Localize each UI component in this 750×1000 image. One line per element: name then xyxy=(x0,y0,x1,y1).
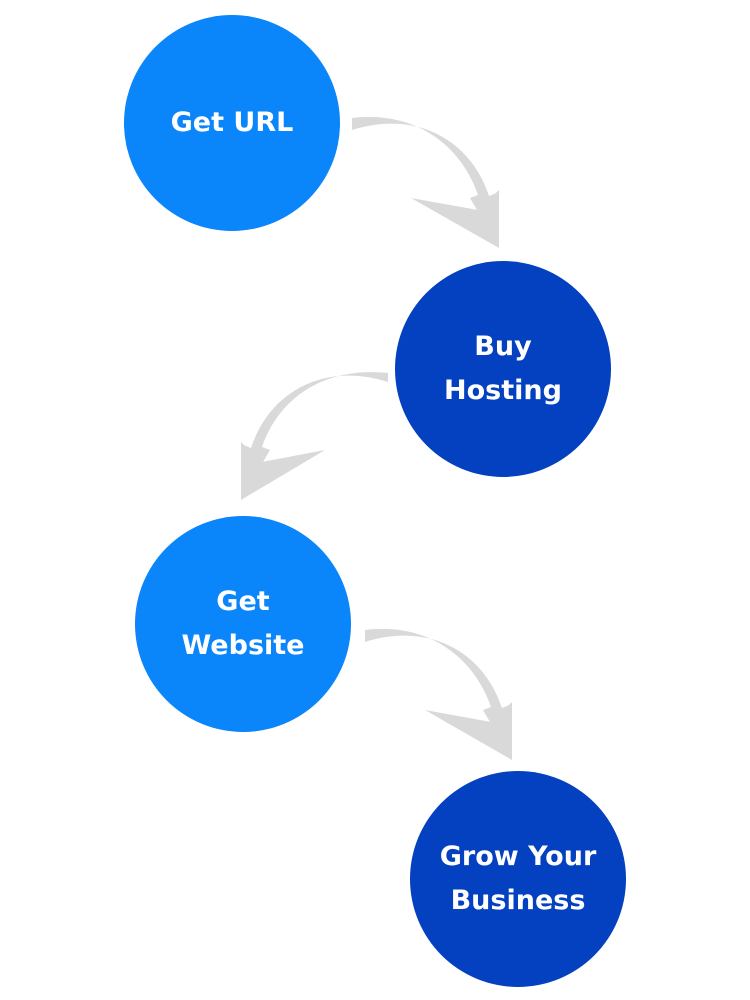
step-label-line: Grow Your xyxy=(439,841,597,872)
arrow-head-icon xyxy=(241,442,325,500)
curved-arrow-icon xyxy=(365,628,512,760)
arrow-head-icon xyxy=(425,702,512,760)
step-label-line: Business xyxy=(450,885,586,916)
step-label-line: Hosting xyxy=(444,375,562,406)
step-get-website: Get Website xyxy=(135,516,351,732)
step-buy-hosting: Buy Hosting xyxy=(395,261,611,477)
step-label-line: Buy xyxy=(474,331,532,362)
arrow-step2-to-step3 xyxy=(241,372,388,500)
arrow-step1-to-step2 xyxy=(352,116,499,248)
step-grow-your-business: Grow Your Business xyxy=(410,771,626,987)
step-label-line: Get URL xyxy=(170,107,294,138)
step-label-line: Website xyxy=(181,630,305,661)
step-label-line: Get xyxy=(216,586,270,617)
curved-arrow-icon xyxy=(352,116,499,248)
arrow-step3-to-step4 xyxy=(365,628,512,760)
arrow-head-icon xyxy=(411,190,499,248)
curved-arrow-icon xyxy=(241,372,388,500)
step-get-url: Get URL xyxy=(124,15,340,231)
